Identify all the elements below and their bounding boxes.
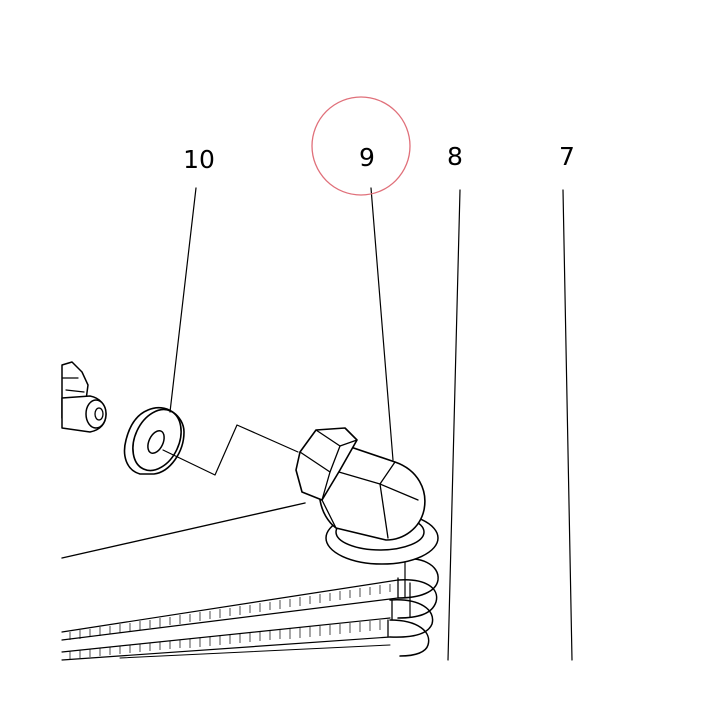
leader-lines xyxy=(169,187,573,661)
radiator-core xyxy=(61,502,439,661)
callout-label-8: 8 xyxy=(447,142,463,171)
fin-hatching xyxy=(69,584,391,659)
pipe-union-fitting xyxy=(61,361,107,433)
leader-line-7 xyxy=(562,189,573,661)
highlight-circle xyxy=(311,96,411,196)
assembly-path-line xyxy=(162,424,299,476)
callout-label-10: 10 xyxy=(183,145,215,174)
leader-line-8 xyxy=(447,189,461,661)
callout-label-9: 9 xyxy=(359,143,375,172)
leader-line-9 xyxy=(370,187,394,461)
callout-label-7: 7 xyxy=(559,142,575,171)
leader-line-10 xyxy=(169,187,197,413)
cap-nut-part-9 xyxy=(295,427,439,565)
washer-part-10 xyxy=(123,407,185,475)
